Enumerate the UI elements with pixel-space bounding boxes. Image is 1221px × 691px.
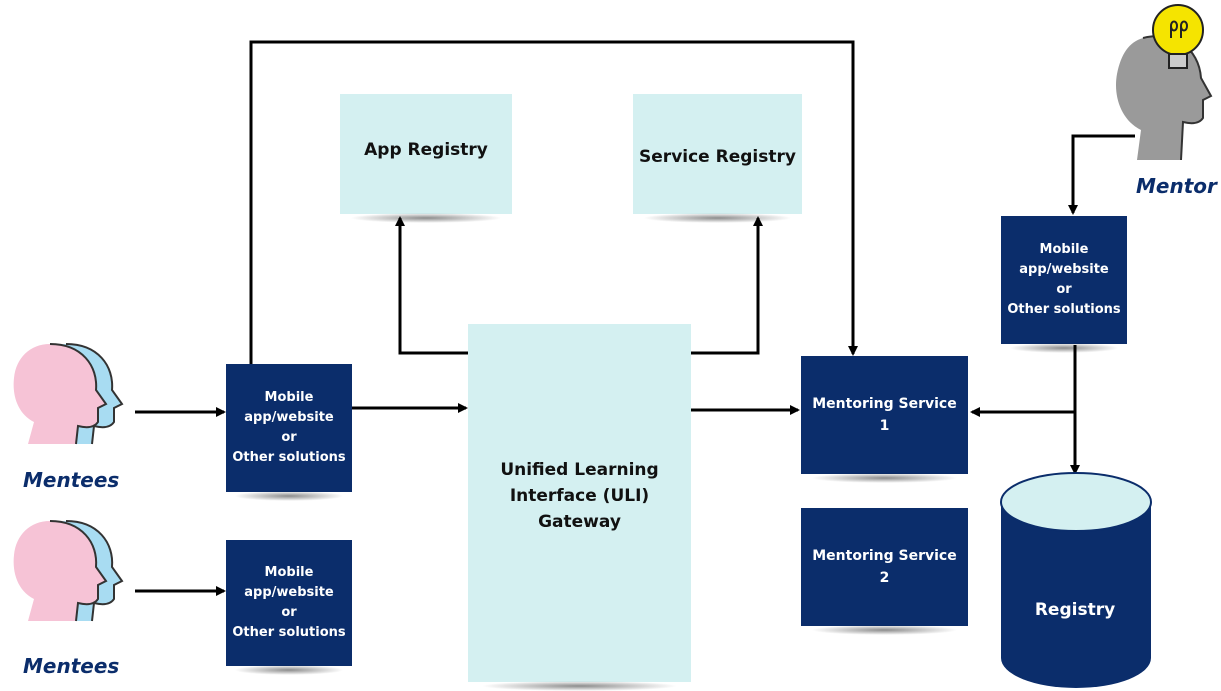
uli-gateway-label: Unified Learning Interface (ULI) Gateway [500, 460, 659, 532]
registry-label: Registry [1034, 600, 1116, 620]
registry-database-icon [1000, 472, 1152, 688]
mentee-heads-icon [13, 343, 124, 445]
service-registry-label: Service Registry [639, 147, 796, 167]
mentor-head-lightbulb-icon [1116, 4, 1213, 161]
mentor-client-app-box: Mobile app/website or Other solutions [1001, 216, 1127, 353]
arrow-gateway-to-service-registry [691, 216, 763, 355]
mentoring-service-2-box: Mentoring Service 2 [801, 508, 968, 635]
client-app-box-2: Mobile app/website or Other solutions [226, 540, 352, 675]
app-registry-box: App Registry [340, 94, 512, 223]
uli-gateway-box: Unified Learning Interface (ULI) Gateway [468, 324, 691, 691]
mentoring-service-2-label: Mentoring Service 2 [812, 548, 957, 586]
arrow-mentor-to-client [1068, 134, 1135, 215]
client-app-label-1: Mobile app/website or Other solutions [232, 390, 346, 465]
mentor-client-app-label: Mobile app/website or Other solutions [1007, 242, 1121, 317]
app-registry-label: App Registry [364, 140, 488, 160]
arrow-gateway-to-app-registry [395, 216, 468, 355]
mentee-heads-icon [13, 520, 124, 622]
service-registry-box: Service Registry [633, 94, 802, 223]
mentoring-service-1-box: Mentoring Service 1 [801, 356, 968, 483]
mentees-label-1: Mentees [23, 468, 120, 492]
mentoring-service-1-label: Mentoring Service 1 [812, 396, 957, 434]
arrow-client1-to-mentoring1 [249, 40, 858, 364]
mentees-label-2: Mentees [23, 654, 120, 678]
client-app-box-1: Mobile app/website or Other solutions [226, 364, 352, 501]
mentor-label: Mentor [1136, 174, 1217, 198]
client-app-label-2: Mobile app/website or Other solutions [232, 565, 346, 640]
